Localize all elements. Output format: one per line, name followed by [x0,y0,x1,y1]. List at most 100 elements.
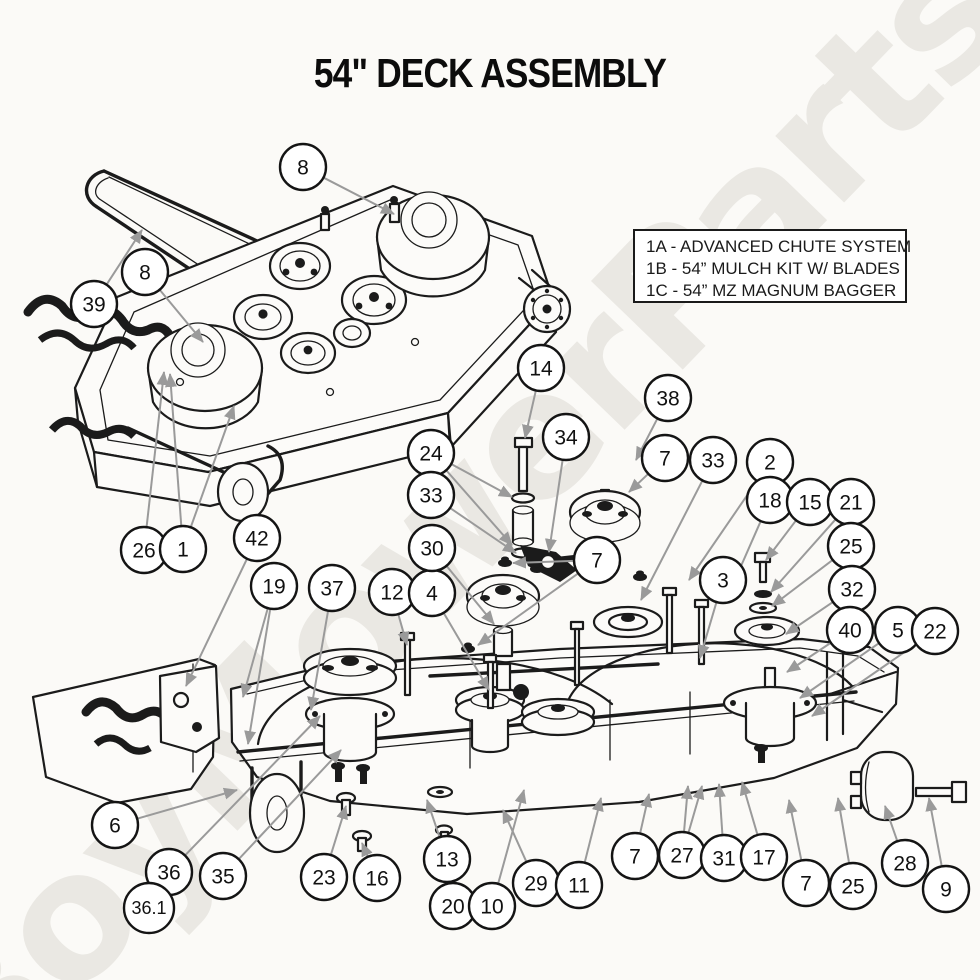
callout-35: 35 [198,851,248,901]
callout-label: 24 [419,443,443,466]
callout-34: 34 [541,412,591,462]
callout-label: 2 [764,452,776,475]
callout-label: 10 [480,896,503,919]
page-title: 54" DECK ASSEMBLY [313,50,667,96]
callout-label: 28 [893,853,916,876]
deck-hole [410,337,420,347]
callout-label: 7 [659,448,671,471]
axle-bolt-9 [914,780,968,804]
callout-label: 17 [752,847,775,870]
idler-pulley [332,317,372,349]
callout-label: 25 [841,876,864,899]
callout-label: 9 [940,879,952,902]
callout-label: 15 [798,492,821,515]
callout-19: 19 [249,561,299,611]
legend-line-1c: 1C - 54” MZ MAGNUM BAGGER [646,281,897,300]
callout-label: 22 [923,621,946,644]
pulley [232,293,294,341]
spindle-assembly-center2 [520,697,596,737]
callout-8: 8 [120,247,170,297]
callout-label: 26 [132,540,155,563]
right-trim-rail [825,647,898,742]
callout-21: 21 [826,477,876,527]
floating-pulley-33 [592,605,664,639]
callout-28: 28 [880,838,930,888]
caster-wheel-top-view [126,426,284,523]
spindle-bolt [331,762,345,782]
callout-7: 7 [640,433,690,483]
callout-4: 4 [407,568,457,618]
callout-2: 2 [745,437,795,487]
callout-label: 35 [211,866,234,889]
callout-38: 38 [643,373,693,423]
callout-label: 21 [839,492,862,515]
floating-pulley-30 [465,573,541,700]
callout-label: 32 [840,579,863,602]
callout-37: 37 [307,563,357,613]
top-view-pulleys [232,241,408,375]
callout-label: 20 [441,896,464,919]
bolt-15-stack [748,551,778,615]
callout-label: 16 [365,868,388,891]
callout-16: 16 [352,853,402,903]
spindle-assembly-left [302,647,398,784]
floating-pulley-32 [733,615,801,647]
callout-24: 24 [406,428,456,478]
callout-7: 7 [572,535,622,585]
callout-label: 19 [262,576,285,599]
callout-7: 7 [610,831,660,881]
legend-line-1a: 1A - ADVANCED CHUTE SYSTEM [646,237,912,256]
callout-23: 23 [299,852,349,902]
pulley [268,241,332,291]
anti-scalp-wheel-top-view [517,268,572,334]
callout-11: 11 [554,860,604,910]
callout-33: 33 [406,470,456,520]
anti-scalp-wheel-bottom-view [849,750,915,822]
callout-25: 25 [826,521,876,571]
long-bolts [399,586,710,710]
callout-33: 33 [688,435,738,485]
callout-label: 7 [629,846,641,869]
callout-label: 33 [701,450,724,473]
legend-line-1b: 1B - 54” MULCH KIT W/ BLADES [646,259,900,278]
callout-label: 7 [591,550,603,573]
callout-label: 18 [758,490,781,513]
pulley [340,274,408,326]
callout-label: 42 [245,528,268,551]
callout-27: 27 [657,830,707,880]
callout-label: 25 [839,536,862,559]
callout-14: 14 [516,343,566,393]
callout-13: 13 [422,834,472,884]
callout-42: 42 [232,513,282,563]
callout-label: 40 [838,620,861,643]
chute-mount-bracket [158,664,221,754]
callout-9: 9 [921,864,971,914]
callout-40: 40 [825,605,875,655]
callout-label: 3 [717,570,729,593]
callout-20: 20 [428,881,478,931]
callout-label: 36 [157,862,180,885]
discharge-chute [31,657,221,805]
deck-right-skirt [446,297,558,449]
bolt-16 [351,829,373,853]
callout-label: 34 [554,427,578,450]
callout-label: 39 [82,294,105,317]
floating-pulley-38 [568,488,642,543]
callout-label: 33 [419,485,442,508]
callout-8: 8 [278,142,328,192]
leader-lines [105,176,943,885]
callout-12: 12 [367,567,417,617]
callout-25: 25 [828,861,878,911]
bolt-14-stack [510,436,536,559]
callout-22: 22 [910,606,960,656]
callout-3: 3 [698,555,748,605]
callout-label: 5 [892,620,904,643]
callout-label: 11 [568,875,590,898]
callout-label: 13 [435,849,458,872]
callout-label: 4 [426,583,438,606]
callout-label: 37 [320,578,343,601]
assembled-deck-top-view [23,169,572,523]
callout-label: 29 [524,873,547,896]
spindle-bolt [754,744,768,763]
